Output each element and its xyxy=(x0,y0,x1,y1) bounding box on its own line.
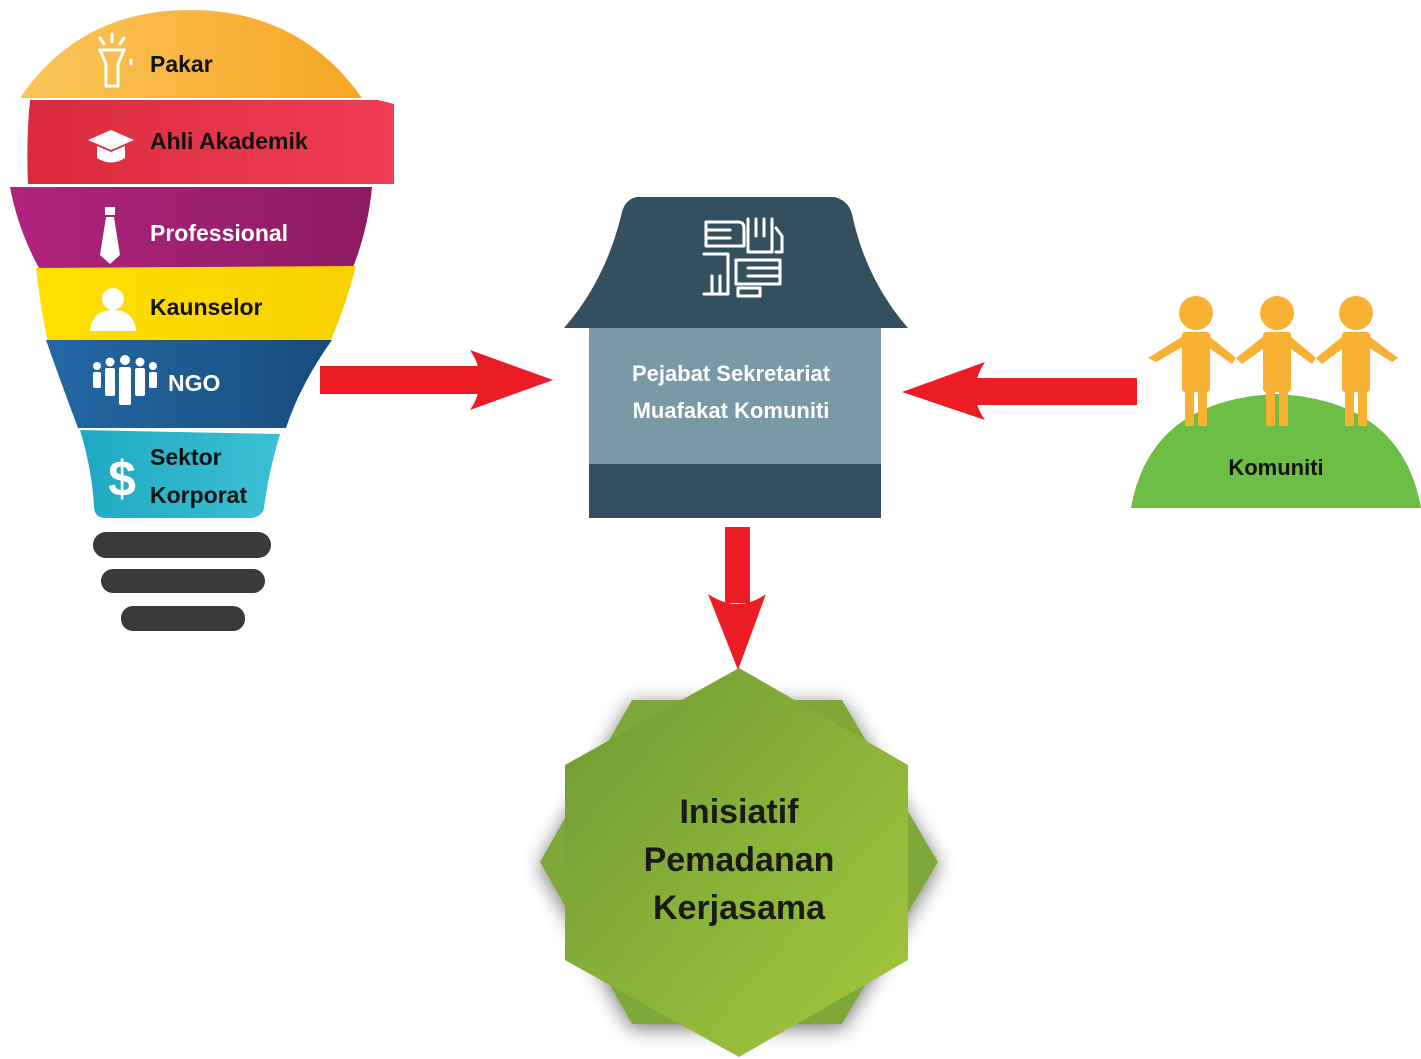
bulb-base-bar-2 xyxy=(101,569,265,593)
bulb-layer-sektor-korporat xyxy=(80,430,280,518)
handshake-hands-icon xyxy=(702,217,784,298)
community: Komuniti xyxy=(1131,296,1421,508)
bulb-layer-professional xyxy=(10,187,372,270)
bulb-layer-ahli-akademik xyxy=(27,100,394,184)
person-icon xyxy=(90,288,136,331)
label-ngo: NGO xyxy=(168,370,220,396)
bulb-layer-ngo xyxy=(46,340,332,428)
arrow-house-to-result xyxy=(708,527,766,670)
label-pakar: Pakar xyxy=(150,51,213,77)
dollar-icon: $ xyxy=(108,451,136,507)
necktie-icon xyxy=(100,207,120,264)
label-korporat: Korporat xyxy=(150,482,247,508)
result-line1: Inisiatif xyxy=(679,793,799,831)
label-sektor: Sektor xyxy=(150,444,222,470)
house-title-line2: Muafakat Komuniti xyxy=(633,398,830,423)
bulb-base-bar-1 xyxy=(93,532,271,558)
group-icon xyxy=(93,355,157,405)
house: Pejabat Sekretariat Muafakat Komuniti xyxy=(564,197,908,518)
house-floor xyxy=(589,464,881,518)
label-kaunselor: Kaunselor xyxy=(150,294,263,320)
house-title-line1: Pejabat Sekretariat xyxy=(632,361,831,386)
label-professional: Professional xyxy=(150,220,288,246)
house-body xyxy=(589,328,881,466)
bulb: $ Pakar Ahli Akademik Professional Kauns… xyxy=(10,10,394,631)
result: Inisiatif Pemadanan Kerjasama xyxy=(540,668,938,1057)
result-line3: Kerjasama xyxy=(653,889,826,927)
graduation-cap-icon xyxy=(88,130,134,163)
people-holding-hands-icon xyxy=(1148,296,1398,426)
label-ahli-akademik: Ahli Akademik xyxy=(150,128,308,154)
result-octagon-front xyxy=(565,668,908,1057)
bulb-base-bar-3 xyxy=(121,606,245,631)
result-line2: Pemadanan xyxy=(644,841,835,879)
arrow-community-to-house xyxy=(902,362,1137,420)
community-label: Komuniti xyxy=(1228,455,1323,480)
flashlight-icon xyxy=(97,32,133,88)
arrow-bulb-to-house xyxy=(320,350,553,410)
community-hill xyxy=(1131,394,1421,508)
